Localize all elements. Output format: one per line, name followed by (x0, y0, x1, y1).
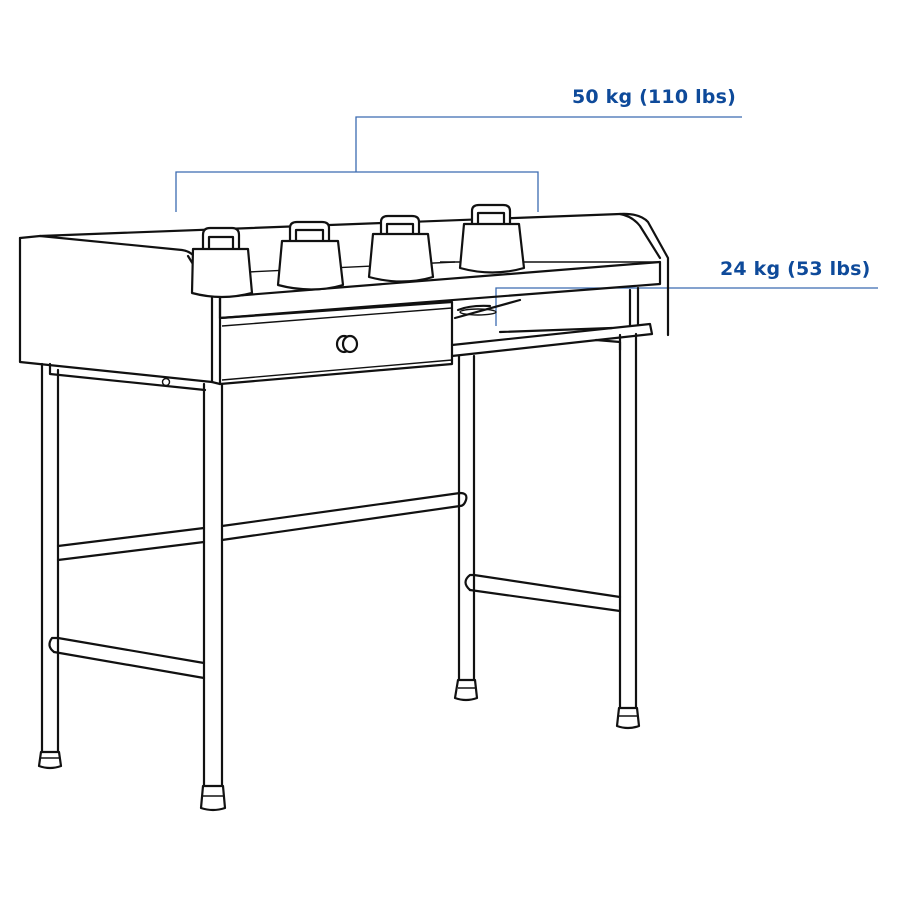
weight-icon (276, 220, 345, 291)
drawer-knob-icon (335, 334, 359, 354)
leg-feet (37, 678, 641, 812)
desk-legs (40, 332, 638, 788)
weight-icon (190, 226, 254, 299)
stretcher-bars (48, 491, 622, 680)
lower-shelf (450, 298, 654, 358)
left-side-panel (18, 236, 222, 386)
leader-line-top (175, 116, 742, 212)
weight-icon (367, 214, 435, 283)
lower-shelf-capacity-label: 24 kg (53 lbs) (720, 258, 871, 280)
leader-line-shelf (495, 287, 878, 326)
drawer (218, 300, 454, 386)
weight-icon (458, 203, 526, 274)
top-shelf-capacity-label: 50 kg (110 lbs) (572, 86, 736, 108)
weights (190, 203, 526, 299)
apron (48, 362, 207, 392)
